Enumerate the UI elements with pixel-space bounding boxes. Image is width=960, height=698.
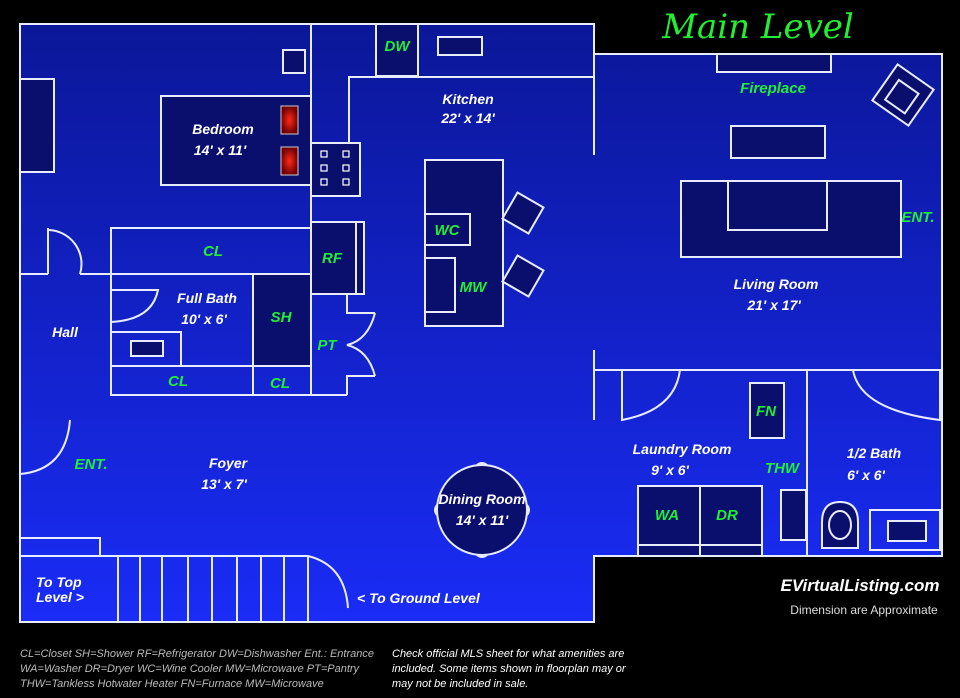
foyer-size: 13' x 7' xyxy=(201,476,247,492)
dr-label: DR xyxy=(716,507,738,524)
kitchen-label: Kitchen xyxy=(442,91,493,107)
page-title: Main Level xyxy=(661,7,854,47)
full-bath-label: Full Bath xyxy=(177,290,237,306)
living-size: 21' x 17' xyxy=(746,297,801,313)
wc-label: WC xyxy=(435,222,461,239)
sh-label: SH xyxy=(271,309,293,326)
dining-size: 14' x 11' xyxy=(456,512,509,528)
disclaimer: Dimension are Approximate xyxy=(790,603,938,617)
thw-label: THW xyxy=(765,460,801,477)
legend-line: THW=Tankless Hotwater Heater FN=Furnace … xyxy=(20,678,324,690)
dining-label: Dining Room xyxy=(438,491,525,507)
cl-label: CL xyxy=(203,243,223,260)
ent-label: ENT. xyxy=(74,456,107,473)
full-bath-size: 10' x 6' xyxy=(181,311,227,327)
foyer-label: Foyer xyxy=(209,455,249,471)
cl-label: CL xyxy=(168,373,188,390)
dw-label: DW xyxy=(385,38,412,55)
mls-note: Check official MLS sheet for what amenit… xyxy=(392,648,626,690)
nightstand xyxy=(280,105,299,135)
hall-label: Hall xyxy=(52,324,79,340)
mw-label: MW xyxy=(460,279,488,296)
cl-label: CL xyxy=(270,375,290,392)
fn-label: FN xyxy=(756,403,777,420)
legend-line: CL=Closet SH=Shower RF=Refrigerator DW=D… xyxy=(20,648,374,660)
laundry-label: Laundry Room xyxy=(633,441,732,457)
fireplace-label: Fireplace xyxy=(740,80,806,97)
stairs xyxy=(20,537,349,622)
bedroom-label: Bedroom xyxy=(192,121,253,137)
stairs-up-label: To Top xyxy=(36,574,82,590)
brand-logo: EVirtualListing.com xyxy=(780,576,939,595)
legend: CL=Closet SH=Shower RF=Refrigerator DW=D… xyxy=(20,647,374,692)
legend-line: WA=Washer DR=Dryer WC=Wine Cooler MW=Mic… xyxy=(20,663,360,675)
stairs-down-label: < To Ground Level xyxy=(357,590,481,606)
ent-label: ENT. xyxy=(901,209,934,226)
kitchen-size: 22' x 14' xyxy=(440,110,495,126)
wa-label: WA xyxy=(655,507,679,524)
nightstand xyxy=(280,146,299,176)
bedroom-size: 14' x 11' xyxy=(194,142,247,158)
pt-label: PT xyxy=(317,337,338,354)
stove xyxy=(310,142,361,197)
living-label: Living Room xyxy=(734,276,819,292)
laundry-size: 9' x 6' xyxy=(651,462,689,478)
stairs-up-label-2: Level > xyxy=(36,589,84,605)
rf-label: RF xyxy=(322,250,343,267)
furniture xyxy=(19,23,941,558)
half-bath-size: 6' x 6' xyxy=(847,467,885,483)
half-bath-label: 1/2 Bath xyxy=(847,445,901,461)
